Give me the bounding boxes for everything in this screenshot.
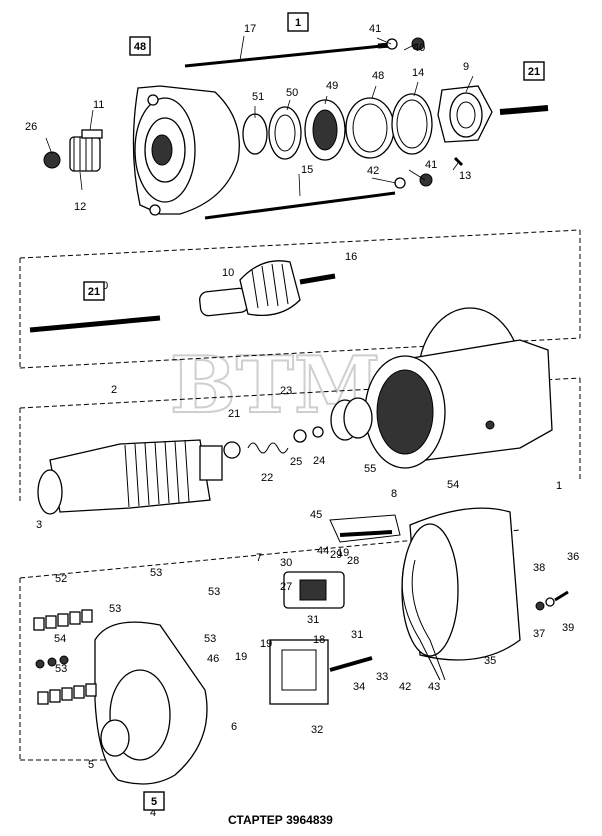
callout-label: 35 bbox=[484, 655, 496, 667]
callout-label: 17 bbox=[244, 23, 256, 35]
callout-label: 38 bbox=[533, 562, 545, 574]
callout-label: 53 bbox=[150, 567, 162, 579]
svg-text:21: 21 bbox=[88, 286, 100, 298]
group-commutator bbox=[33, 507, 569, 785]
callout-label: 23 bbox=[280, 385, 292, 397]
callout-label: 13 bbox=[459, 170, 471, 182]
callout-label: 15 bbox=[301, 164, 313, 176]
callout-label: 45 bbox=[310, 509, 322, 521]
callout-label: 42 bbox=[367, 165, 379, 177]
callout-label: 55 bbox=[364, 463, 376, 475]
nut-27 bbox=[43, 151, 61, 169]
callout-label: 52 bbox=[55, 573, 67, 585]
boxed-ref-label: 5 bbox=[143, 791, 165, 811]
callout-label: 6 bbox=[231, 721, 237, 733]
callout-label: 8 bbox=[391, 488, 397, 500]
callout-label: 7 bbox=[256, 552, 262, 564]
callout-label: 1 bbox=[556, 480, 562, 492]
callout-label: 2 bbox=[111, 384, 117, 396]
callout-label: 5 bbox=[88, 759, 94, 771]
callout-label: 29 bbox=[330, 549, 342, 561]
svg-text:1: 1 bbox=[295, 17, 301, 29]
svg-text:5: 5 bbox=[151, 796, 157, 808]
callout-label: 30 bbox=[280, 557, 292, 569]
callout-label: 19 bbox=[235, 651, 247, 663]
small-parts-stack bbox=[33, 609, 97, 705]
callout-label: 40 bbox=[413, 42, 425, 54]
callout-label: 12 bbox=[74, 201, 86, 213]
group-shaft bbox=[29, 260, 336, 333]
callout-label: 14 bbox=[412, 67, 424, 79]
group-armature bbox=[37, 307, 553, 515]
boxed-ref-label: 21 bbox=[83, 281, 105, 301]
callout-label: 48 bbox=[372, 70, 384, 82]
frame-armature-shaft bbox=[19, 229, 581, 369]
callout-label: 16 bbox=[345, 251, 357, 263]
callout-label: 53 bbox=[55, 663, 67, 675]
callout-label: 4 bbox=[150, 807, 156, 819]
callout-label: 53 bbox=[109, 603, 121, 615]
callout-label: 27 bbox=[280, 581, 292, 593]
callout-label: 41 bbox=[425, 159, 437, 171]
callout-label: 51 bbox=[252, 91, 264, 103]
callout-label: 53 bbox=[208, 586, 220, 598]
callout-label: 42 bbox=[399, 681, 411, 693]
leader-lines bbox=[45, 35, 474, 197]
callout-label: 50 bbox=[286, 87, 298, 99]
boxed-ref-label: 1 bbox=[287, 12, 309, 32]
callout-label: 9 bbox=[463, 61, 469, 73]
callout-label: 19 bbox=[337, 547, 349, 559]
callout-label: 44 bbox=[317, 545, 329, 557]
diagram-caption: СТАРТЕР 3964839 bbox=[228, 813, 333, 827]
callout-label: 19 bbox=[260, 638, 272, 650]
svg-text:21: 21 bbox=[528, 66, 540, 78]
svg-text:48: 48 bbox=[134, 41, 146, 53]
callout-label: 43 bbox=[428, 681, 440, 693]
callout-label: 21 bbox=[228, 408, 240, 420]
callout-label: 49 bbox=[326, 80, 338, 92]
callout-label: 26 bbox=[25, 121, 37, 133]
callout-label: 39 bbox=[562, 622, 574, 634]
callout-label: 28 bbox=[347, 555, 359, 567]
callout-label: 24 bbox=[313, 455, 325, 467]
boxed-ref-label: 48 bbox=[129, 36, 151, 56]
callout-label: 11 bbox=[93, 99, 104, 111]
callout-label: 32 bbox=[311, 724, 323, 736]
group-drive-end bbox=[43, 37, 549, 220]
callout-label: 25 bbox=[290, 456, 302, 468]
callout-label: 53 bbox=[204, 633, 216, 645]
callout-label: 22 bbox=[261, 472, 273, 484]
callout-label: 34 bbox=[353, 681, 365, 693]
boxed-ref-label: 21 bbox=[523, 61, 545, 81]
callout-label: 46 bbox=[207, 653, 219, 665]
callout-label: 10 bbox=[222, 267, 234, 279]
callout-label: 18 bbox=[313, 634, 325, 646]
callout-label: 54 bbox=[54, 633, 66, 645]
callout-label: 37 bbox=[533, 628, 545, 640]
callout-label: 31 bbox=[307, 614, 319, 626]
callout-label: 31 bbox=[351, 629, 363, 641]
callout-label: 33 bbox=[376, 671, 388, 683]
callout-label: 3 bbox=[36, 519, 42, 531]
callout-label: 36 bbox=[567, 551, 579, 563]
callout-label: 41 bbox=[369, 23, 381, 35]
callout-label: 54 bbox=[447, 479, 459, 491]
